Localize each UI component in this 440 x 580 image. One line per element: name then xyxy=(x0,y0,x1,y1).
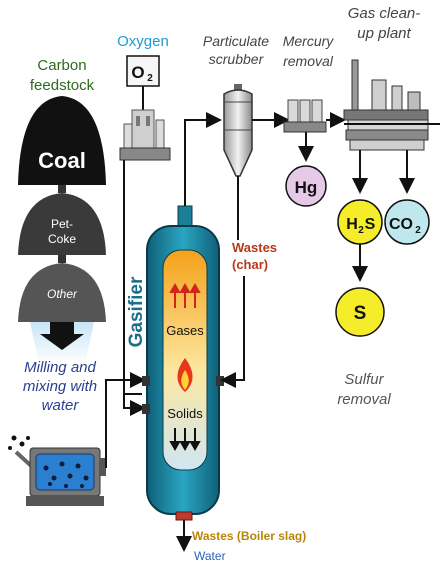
sulfur-circle xyxy=(335,287,385,337)
mercury-label-line1: Mercury xyxy=(283,33,335,49)
co2-sub: 2 xyxy=(415,225,421,236)
h2s-main: H xyxy=(346,216,358,233)
oxygen-formula-sub: 2 xyxy=(147,73,153,84)
oxygen-label: Oxygen xyxy=(117,33,169,50)
petcoke-label-line2: Coke xyxy=(48,232,76,246)
co2-circle xyxy=(384,199,430,245)
h2s-sub: 2 xyxy=(358,225,364,236)
petcoke-label-line1: Pet- xyxy=(51,217,73,231)
flame-icon xyxy=(177,358,193,392)
milling-line3: water xyxy=(42,397,80,414)
mill-to-gasifier-line xyxy=(105,372,146,468)
cleanup-label-line1: Gas clean- xyxy=(348,5,421,22)
mercury-removal-icon xyxy=(283,99,327,133)
coal-pile xyxy=(18,96,106,185)
water-label: Water xyxy=(194,549,226,563)
sulfur-removal-line1: Sulfur xyxy=(344,371,384,388)
oxygen-to-gasifier-line xyxy=(123,160,146,416)
milling-line1: Milling and xyxy=(24,359,96,376)
scrubber-label-line2: scrubber xyxy=(209,51,265,67)
cleanup-label-line2: up plant xyxy=(357,25,411,42)
wastes-char-line2: (char) xyxy=(232,257,268,272)
wastes-char-line1: Wastes xyxy=(232,240,277,255)
solids-label: Solids xyxy=(167,406,203,421)
mill-icon xyxy=(8,435,106,506)
gasifier-to-scrubber-line xyxy=(184,112,222,206)
mercury-circle xyxy=(285,165,327,207)
mercury-label-line2: removal xyxy=(283,53,334,69)
other-pile xyxy=(18,263,106,322)
scrubber-vessel xyxy=(223,84,253,177)
gasifier-label: Gasifier xyxy=(126,276,147,347)
co2-main: CO xyxy=(389,216,413,233)
wastes-slag-label: Wastes (Boiler slag) xyxy=(192,529,306,543)
other-label: Other xyxy=(47,287,78,301)
oxygen-formula-main: O xyxy=(131,63,144,82)
coal-label: Coal xyxy=(38,148,86,173)
char-recycle-line xyxy=(220,276,245,388)
feed-down-arrow-icon xyxy=(40,322,84,350)
solids-down-arrows-icon xyxy=(169,428,201,452)
h2s-tail: S xyxy=(365,216,376,233)
petcoke-pile xyxy=(18,193,106,255)
feedstock-title-line1: Carbon xyxy=(37,57,86,74)
cleanup-plant-icon xyxy=(343,59,440,151)
oxygen-box xyxy=(126,55,160,87)
gases-up-arrows-icon xyxy=(169,282,201,308)
gases-label: Gases xyxy=(166,323,204,338)
mercury-symbol: Hg xyxy=(295,178,318,197)
feedstock-title-line2: feedstock xyxy=(30,77,95,94)
h2s-circle xyxy=(337,199,383,245)
sulfur-symbol: S xyxy=(354,303,367,324)
milling-line2: mixing with xyxy=(23,378,97,395)
sulfur-removal-line2: removal xyxy=(337,391,391,408)
oxygen-plant-icon xyxy=(119,109,171,161)
scrubber-label-line1: Particulate xyxy=(203,33,269,49)
